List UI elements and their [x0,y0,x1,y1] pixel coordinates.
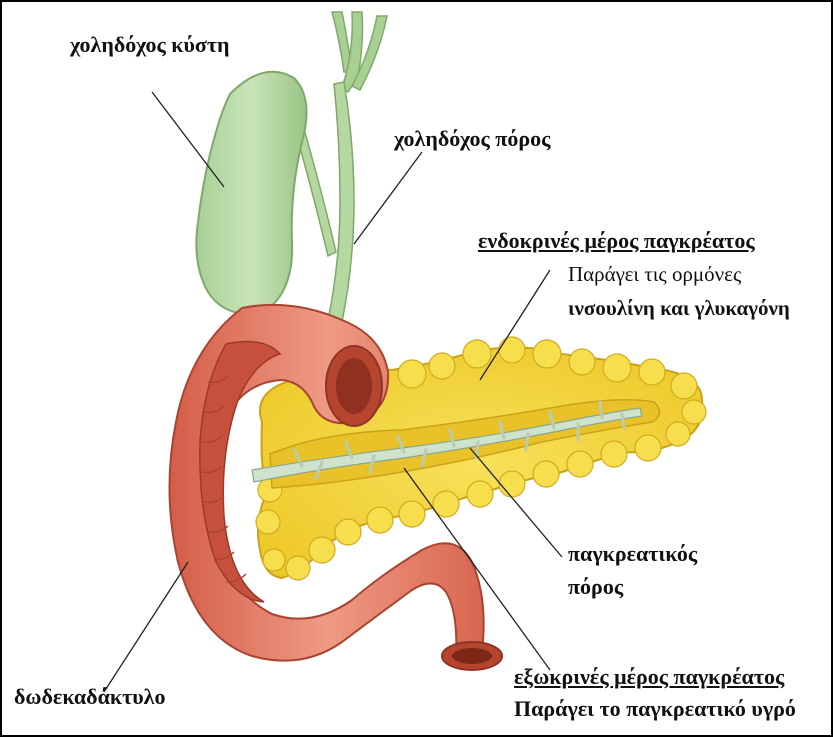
pancreatic-duct-label-line1: παγκρεατικός [568,543,697,565]
exocrine-title: εξωκρινές μέρος παγκρέατος [514,666,784,688]
endocrine-description-line2: ινσουλίνη και γλυκαγόνη [568,298,790,319]
bile-duct-label: χοληδόχος πόρος [394,128,550,150]
bile-duct-shape [294,12,387,322]
gallbladder-shape [196,72,306,314]
exocrine-description: Παράγει το παγκρεατικό υγρό [514,698,796,720]
duodenum-label: δωδεκαδάκτυλο [14,686,165,708]
insulin-text: ινσουλίνη [568,296,655,320]
glucagon-text: και γλυκαγόνη [655,296,790,320]
gallbladder-label: χοληδόχος κύστη [70,34,230,56]
endocrine-title: ενδοκρινές μέρος παγκρέατος [478,230,755,252]
pancreatic-duct-label-line2: πόρος [568,576,623,598]
endocrine-description-line1: Παράγει τις ορμόνες [568,264,741,285]
